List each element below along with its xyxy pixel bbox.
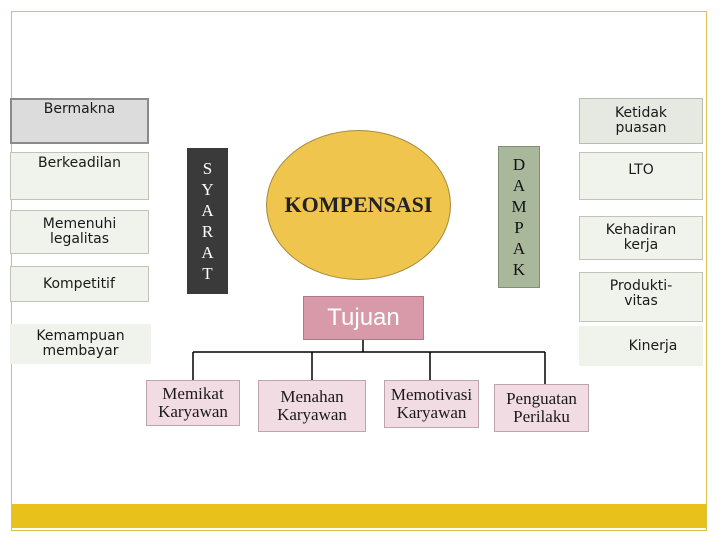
dampak-letter: D (512, 155, 526, 174)
dampak-label: D A M P A K (498, 146, 540, 288)
dampak-item-label: Kinerja (628, 337, 678, 354)
syarat-item-label: Memenuhi legalitas (42, 216, 117, 247)
tujuan-item-label: Memikat Karyawan (158, 384, 228, 421)
dampak-item-label: LTO (628, 162, 654, 178)
dampak-item-label: Ketidak puasan (614, 105, 668, 136)
syarat-item-label: Berkeadilan (38, 155, 121, 171)
dampak-item-kinerja: Kinerja (579, 326, 703, 366)
syarat-item-label: Kompetitif (43, 275, 115, 292)
dampak-item-label: Produkti-vitas (609, 278, 673, 309)
syarat-item-label: Bermakna (43, 101, 116, 117)
syarat-item-berkeadilan: Berkeadilan (10, 152, 149, 200)
syarat-letter: R (201, 222, 214, 241)
syarat-item-bermakna: Bermakna (10, 98, 149, 144)
syarat-item-kompetitif: Kompetitif (10, 266, 149, 302)
dampak-item-ketidak-puasan: Ketidak puasan (579, 98, 703, 144)
syarat-item-label: Kemampuan membayar (36, 328, 125, 359)
tujuan-item-label: Memotivasi Karyawan (390, 385, 473, 422)
syarat-label: S Y A R A T (187, 148, 228, 294)
tujuan-item-memotivasi-karyawan: Memotivasi Karyawan (384, 380, 479, 428)
syarat-item-kemampuan-membayar: Kemampuan membayar (10, 324, 151, 364)
tujuan-box: Tujuan (303, 296, 424, 340)
syarat-letter: A (201, 201, 214, 220)
tujuan-label: Tujuan (327, 304, 400, 331)
dampak-item-kehadiran-kerja: Kehadiran kerja (579, 216, 703, 260)
syarat-item-memenuhi-legalitas: Memenuhi legalitas (10, 210, 149, 254)
tujuan-item-menahan-karyawan: Menahan Karyawan (258, 380, 366, 432)
tujuan-item-memikat-karyawan: Memikat Karyawan (146, 380, 240, 426)
kompensasi-circle: KOMPENSASI (266, 130, 451, 280)
dampak-letter: K (512, 260, 526, 279)
tujuan-item-label: Penguatan Perilaku (506, 389, 577, 426)
kompensasi-label: KOMPENSASI (284, 192, 433, 217)
syarat-letter: T (202, 264, 213, 283)
dampak-letter: A (512, 176, 526, 195)
dampak-item-label: Kehadiran kerja (605, 222, 677, 253)
tujuan-item-penguatan-perilaku: Penguatan Perilaku (494, 384, 589, 432)
tujuan-item-label: Menahan Karyawan (277, 387, 347, 424)
bottom-accent-bar (12, 504, 706, 528)
syarat-letter: A (201, 243, 214, 262)
dampak-letter: P (514, 218, 524, 237)
syarat-letter: Y (201, 180, 214, 199)
dampak-letter: A (512, 239, 526, 258)
dampak-item-lto: LTO (579, 152, 703, 200)
syarat-letter: S (202, 159, 213, 178)
dampak-item-produktivitas: Produkti-vitas (579, 272, 703, 322)
dampak-letter: M (511, 197, 527, 216)
